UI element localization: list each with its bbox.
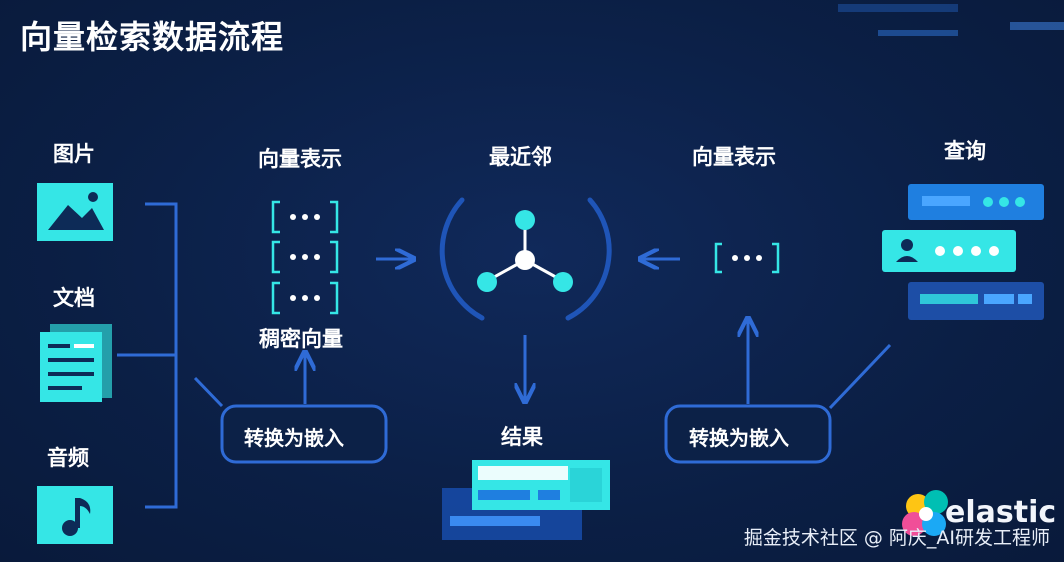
label-dense-vector: 稠密向量 — [259, 327, 343, 351]
music-note-icon — [37, 486, 113, 544]
label-nearest-neighbor: 最近邻 — [489, 145, 552, 169]
page-title: 向量检索数据流程 — [20, 18, 285, 56]
label-query: 查询 — [944, 139, 986, 163]
label-left-vector: 向量表示 — [258, 147, 342, 171]
label-embed-right: 转换为嵌入 — [689, 426, 789, 450]
decor-top-right — [838, 4, 1064, 36]
label-embed-left: 转换为嵌入 — [244, 426, 344, 450]
label-image: 图片 — [53, 142, 95, 166]
watermark: 掘金技术社区 @ 阿庆_AI研发工程师 — [743, 527, 1050, 549]
label-document: 文档 — [53, 286, 95, 310]
label-right-vector: 向量表示 — [692, 145, 776, 169]
document-icon — [40, 324, 112, 402]
query-cards — [882, 184, 1044, 320]
label-audio: 音频 — [47, 446, 89, 470]
connector-query-to-embed — [828, 343, 892, 410]
dense-vector-dots — [290, 214, 320, 301]
result-cards — [442, 460, 610, 540]
embed-box-left — [220, 404, 388, 464]
input-bracket — [117, 202, 224, 509]
label-result: 结果 — [501, 425, 543, 449]
query-vector — [714, 242, 780, 274]
image-icon — [37, 183, 113, 241]
nearest-neighbor-graph — [439, 197, 612, 321]
elastic-logo-icon — [902, 490, 948, 536]
embed-box-right — [664, 404, 832, 464]
dense-vector-stack — [271, 200, 339, 315]
brand-name: elastic — [945, 495, 1057, 530]
